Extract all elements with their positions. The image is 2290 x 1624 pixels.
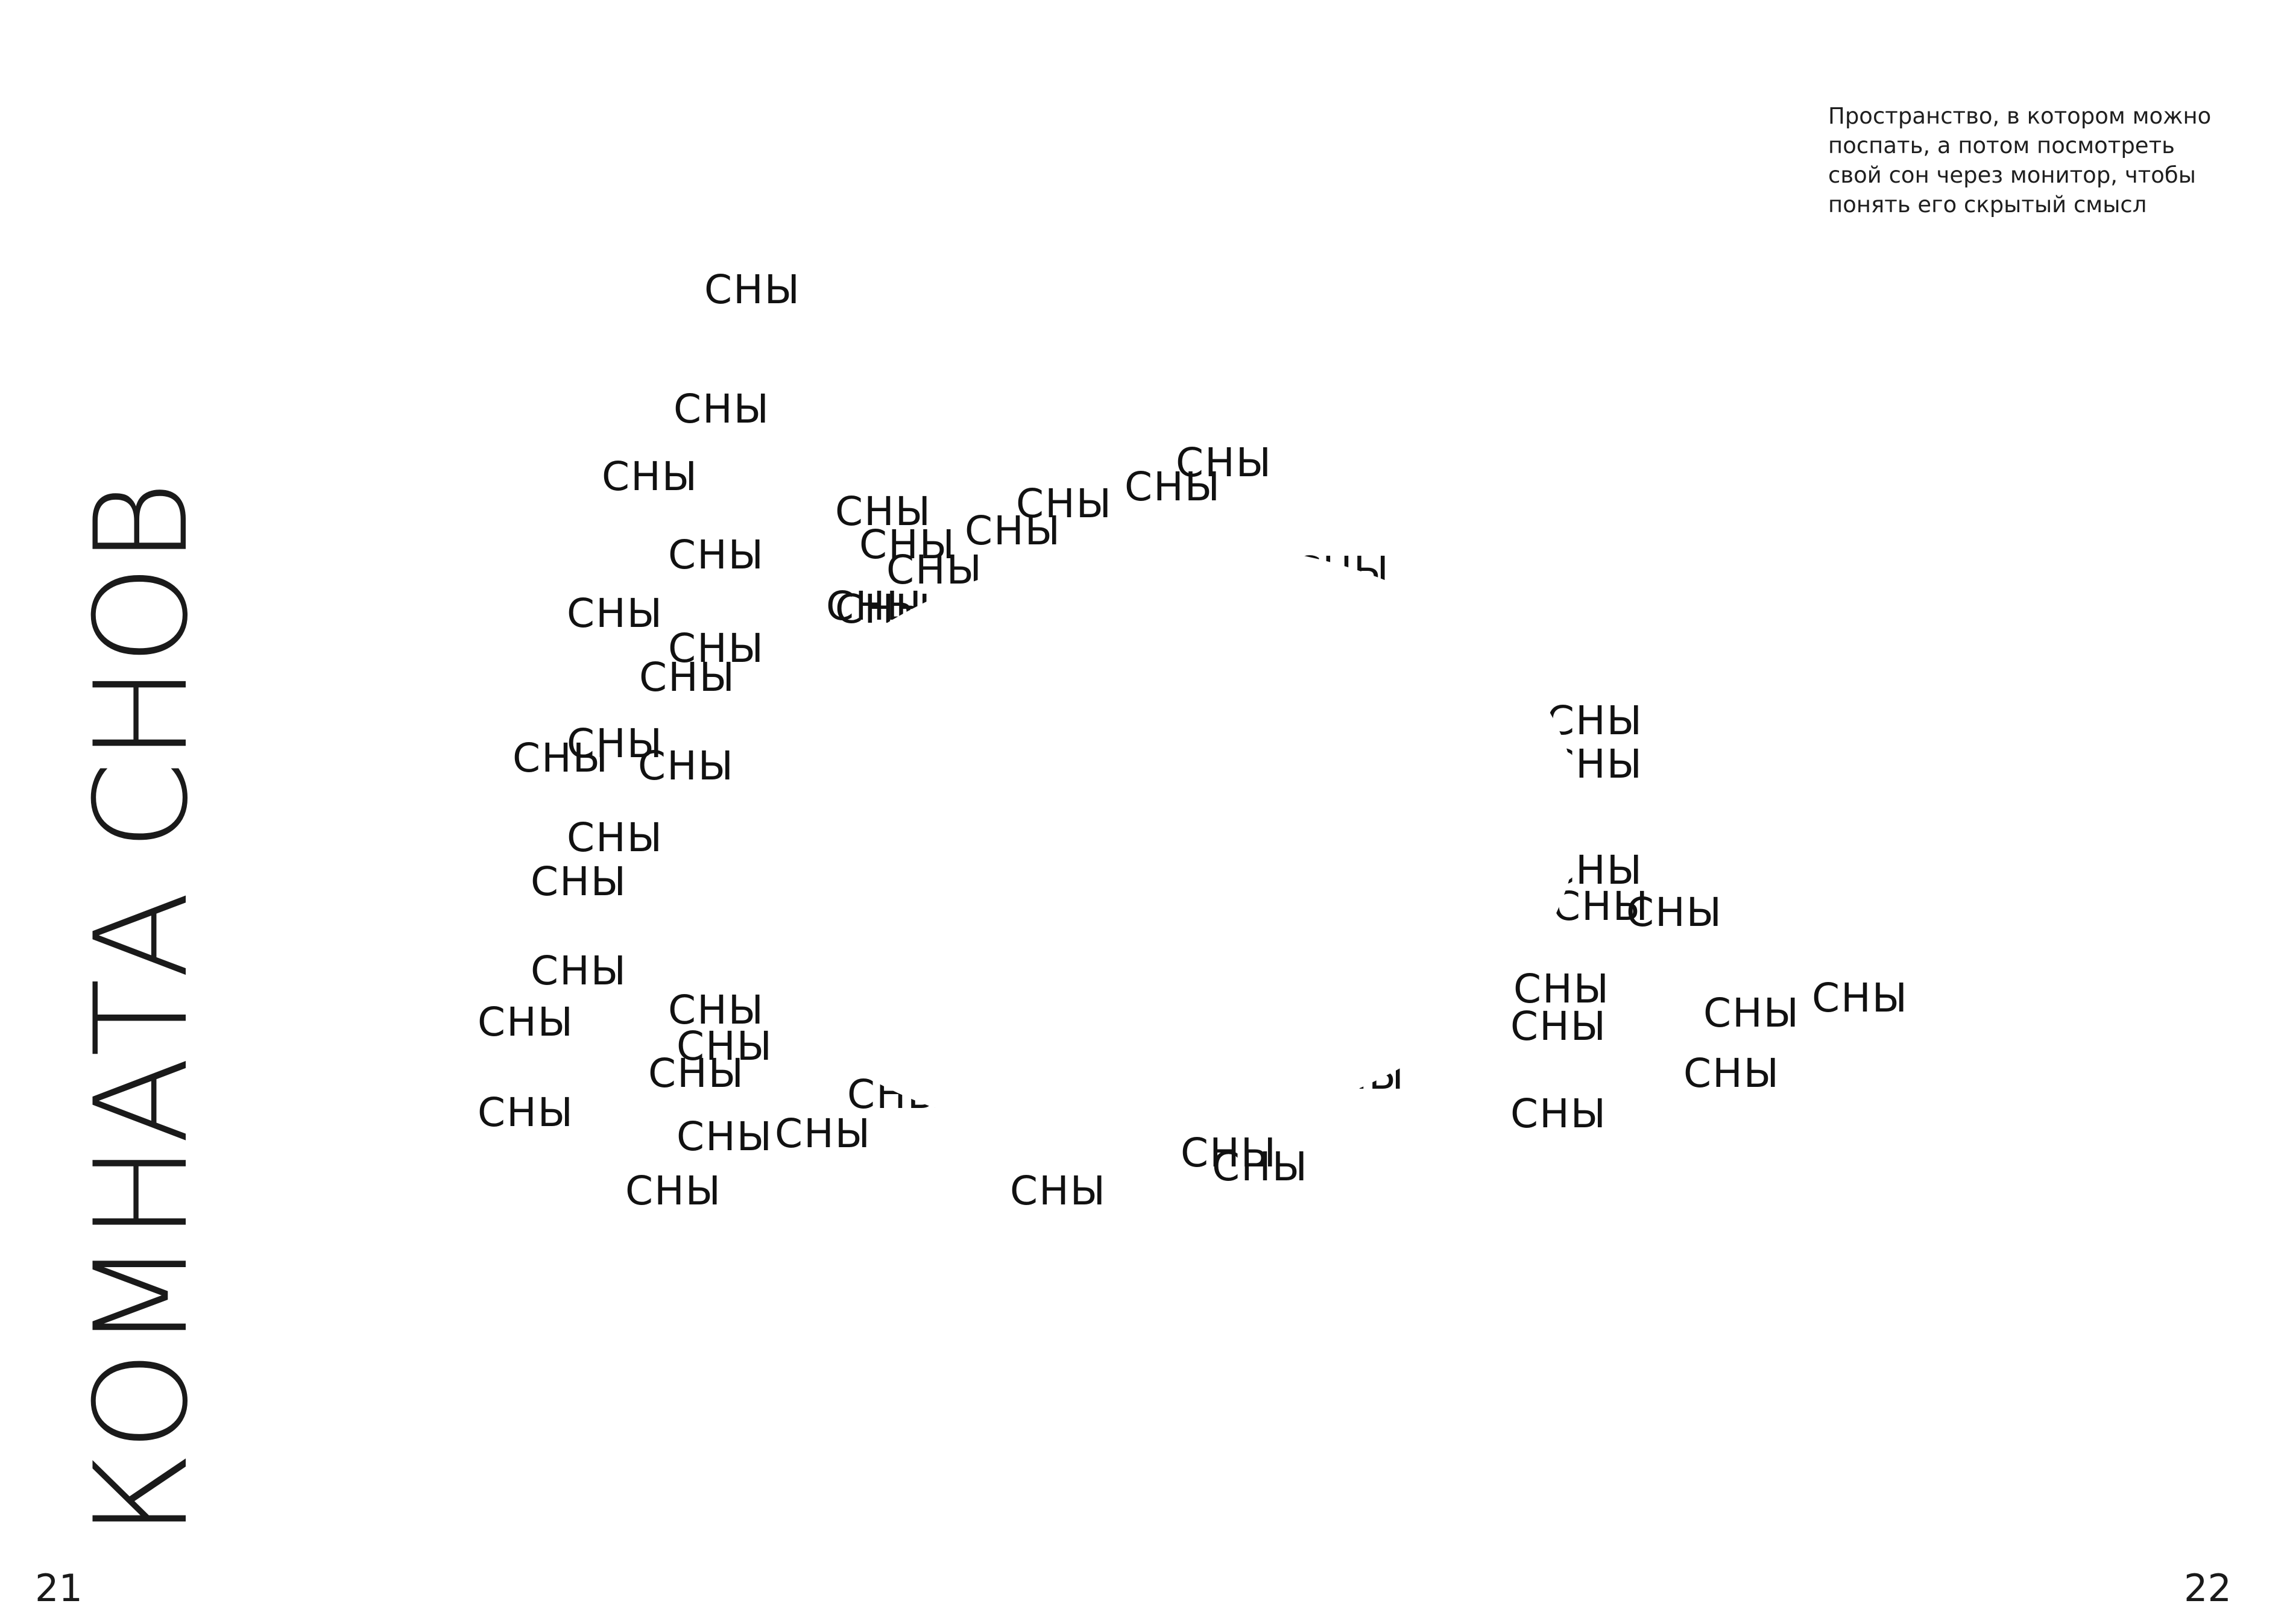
cloud-word: СНЫ	[1510, 1003, 1607, 1050]
cloud-word: СНЫ	[677, 1113, 773, 1160]
cloud-word: СНЫ	[859, 521, 956, 568]
cloud-word: СНЫ	[1547, 697, 1643, 744]
cloud-word: СНЫ	[478, 999, 574, 1045]
cloud-word: СНЫ	[668, 625, 765, 672]
cloud-word: СНЫ	[1212, 1144, 1308, 1190]
cloud-word: СНЫ	[638, 743, 734, 789]
page-number-right: 22	[2184, 1566, 2232, 1610]
cloud-word: СНЫ	[1812, 975, 1908, 1021]
cloud-word: СНЫ	[1626, 889, 1723, 936]
cloud-word: СНЫ	[513, 735, 609, 781]
cloud-word: СНЫ	[673, 386, 770, 432]
cloud-word: СНЫ	[567, 590, 663, 637]
cloud-word: СНЫ	[668, 987, 765, 1033]
cloud-word: СНЫ	[1703, 990, 1800, 1036]
cloud-word: СНЫ	[531, 948, 627, 994]
cloud-word: СНЫ	[668, 532, 765, 578]
cloud-word: СНЫ	[775, 1110, 871, 1157]
cloud-word: СНЫ	[531, 858, 627, 905]
cloud-word: СНЫ	[478, 1089, 574, 1136]
cloud-word: СНЫ	[1176, 439, 1272, 486]
cloud-word: СНЫ	[1510, 1091, 1607, 1137]
cloud-word: СНЫ	[602, 453, 698, 500]
cloud-word: СНЫ	[1683, 1050, 1780, 1097]
cloud-word: СНЫ	[677, 1023, 773, 1069]
cloud-word: СНЫ	[1181, 1130, 1277, 1176]
cloud-word: СНЫ	[625, 1168, 722, 1214]
page-number-left: 21	[35, 1566, 83, 1610]
cloud-word: СНЫ	[965, 508, 1061, 554]
cloud-word: СНЫ	[567, 720, 663, 767]
description-text: Пространство, в котором можно поспать, а…	[1828, 103, 2212, 218]
cloud-word: СНЫ	[1016, 480, 1112, 527]
cloud-word: СНЫ	[1553, 883, 1649, 930]
cloud-word: СНЫ	[835, 488, 932, 535]
cloud-word: СНЫ	[639, 654, 736, 700]
cloud-word: СНЫ	[567, 814, 663, 861]
cloud-word: СНЫ	[704, 266, 801, 313]
cloud-word: СНЫ	[1513, 966, 1610, 1012]
cloud-word: СНЫ	[648, 1050, 745, 1097]
cloud-word: СНЫ	[1124, 464, 1221, 510]
cloud-word: СНЫ	[1010, 1168, 1106, 1214]
